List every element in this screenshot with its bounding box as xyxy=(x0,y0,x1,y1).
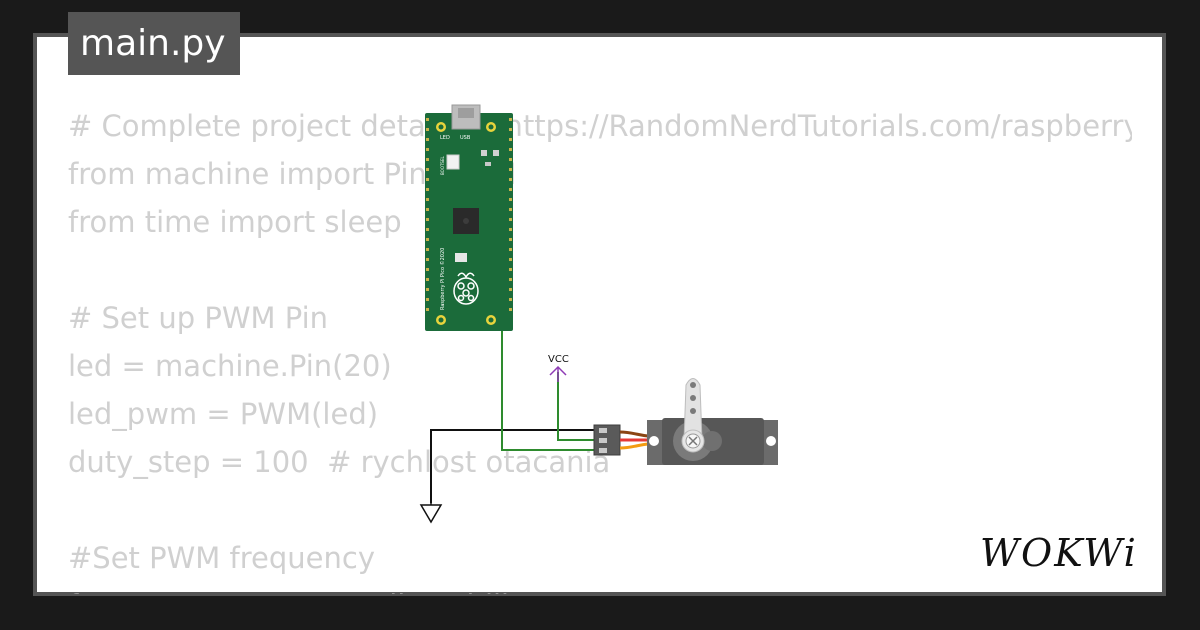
servo-connector[interactable] xyxy=(593,424,621,456)
code-line: frequency = 100 # velkost bliku xyxy=(68,582,1132,594)
vcc-symbol: VCC xyxy=(548,354,569,382)
code-line: led = machine.Pin(20) xyxy=(68,349,392,383)
wokwi-logo[interactable]: WOKWi xyxy=(978,528,1148,576)
code-line: duty_step = 100 # rychlost otacania xyxy=(68,445,611,479)
code-line: led_pwm = PWM(led) xyxy=(68,397,379,431)
wires xyxy=(430,330,594,503)
wokwi-logo-text: WOKWi xyxy=(980,531,1138,575)
gnd-wire[interactable] xyxy=(430,429,594,503)
code-line: # Set up PWM Pin xyxy=(68,301,329,335)
led-label: LED xyxy=(440,135,450,141)
bootsel-label: BOOTSEL xyxy=(440,156,445,175)
bootsel-button[interactable] xyxy=(446,154,460,170)
board-silkscreen: Raspberry Pi Pico ©2020 xyxy=(439,248,446,310)
code-line: #Set PWM frequency xyxy=(68,541,375,575)
code-editor[interactable]: # Complete project details at https://Ra… xyxy=(68,102,1132,594)
vcc-wire[interactable] xyxy=(557,372,594,441)
file-tab-label: main.py xyxy=(80,23,226,64)
ground-symbol xyxy=(419,487,443,524)
servo-motor[interactable] xyxy=(647,378,778,466)
signal-wire[interactable] xyxy=(501,330,594,451)
vcc-label: VCC xyxy=(548,354,569,365)
wokwi-logo-icon: WOKWi xyxy=(980,531,1138,575)
code-line: from machine import Pin, PWM xyxy=(68,157,517,191)
preview-card xyxy=(33,33,1166,596)
raspberry-logo-icon xyxy=(453,272,479,305)
usb-label: USB xyxy=(460,135,471,141)
code-line: # Complete project details at https://Ra… xyxy=(68,109,1132,143)
code-line: from time import sleep xyxy=(68,205,402,239)
raspberry-pi-pico[interactable]: USB LED xyxy=(425,104,513,331)
file-tab[interactable]: main.py xyxy=(68,12,240,75)
